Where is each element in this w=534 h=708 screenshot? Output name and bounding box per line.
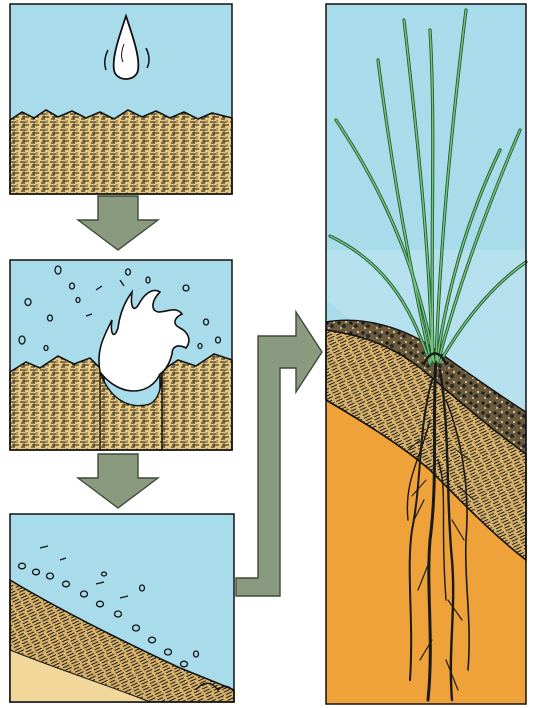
connector-arrow-icon [236, 312, 322, 596]
down-arrow-icon [78, 196, 158, 250]
panel-splash [10, 260, 232, 450]
panel-vegetated-slope [326, 4, 526, 704]
down-arrow-icon [78, 454, 158, 508]
panel-raindrop [10, 4, 232, 194]
panel-sediment-wash [10, 514, 234, 702]
